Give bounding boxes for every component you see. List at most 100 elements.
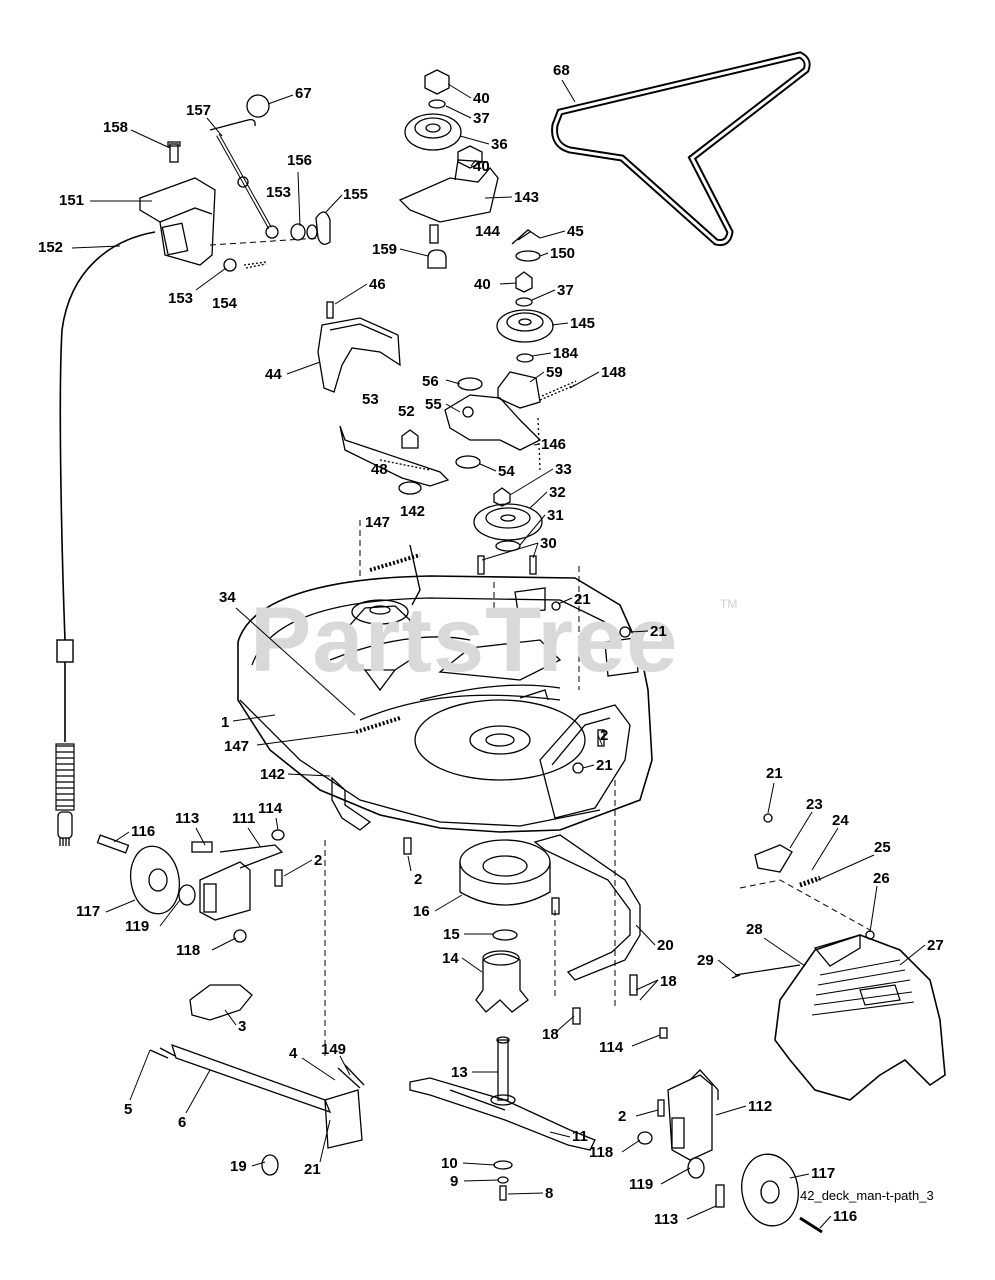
- callout-label: 144: [475, 223, 501, 240]
- callout-label: 46: [369, 276, 386, 293]
- callout-label: 14: [442, 950, 459, 967]
- callout-label: 114: [258, 800, 283, 817]
- callout-label: 148: [601, 364, 627, 381]
- callout-label: 5: [124, 1101, 133, 1118]
- callout-label: 28: [746, 921, 763, 938]
- callout-label: 27: [927, 937, 944, 954]
- callout-label: 15: [443, 926, 460, 943]
- right-wheel-assembly: [637, 1027, 823, 1234]
- idler-arm: [444, 380, 577, 471]
- callout-label: 159: [372, 241, 398, 258]
- mandrel-pulley-stack: [473, 487, 543, 575]
- callout-label: 23: [806, 796, 823, 813]
- callout-label: 26: [873, 870, 890, 887]
- callout-label: 34: [219, 589, 236, 606]
- callout-label: 147: [224, 738, 250, 755]
- lift-bracket-assembly: [139, 94, 331, 272]
- front-baffle: [331, 704, 641, 981]
- callout-label: 53: [362, 391, 379, 408]
- callout-label: 37: [473, 110, 490, 127]
- callout-label: 111: [232, 810, 256, 827]
- watermark-trademark: TM: [720, 597, 738, 611]
- callout-label: 18: [660, 973, 677, 990]
- callout-label: 4: [289, 1045, 298, 1062]
- callout-label: 153: [168, 290, 194, 307]
- callout-label: 52: [398, 403, 415, 420]
- control-cable: [55, 231, 156, 846]
- callout-label: 31: [547, 507, 564, 524]
- callout-label: 8: [545, 1185, 554, 1202]
- upper-pulley-stack: [398, 69, 499, 269]
- callout-label: 30: [540, 535, 557, 552]
- callout-label: 29: [697, 952, 714, 969]
- callout-label: 48: [371, 461, 388, 478]
- callout-label: 153: [266, 184, 292, 201]
- callout-label: 56: [422, 373, 439, 390]
- callout-label: 142: [400, 503, 426, 520]
- callout-label: 21: [650, 623, 667, 640]
- callout-label: 3: [238, 1018, 247, 1035]
- callout-label: 154: [212, 295, 238, 312]
- callout-label: 113: [654, 1211, 679, 1228]
- callout-label: 149: [321, 1041, 347, 1058]
- callout-label: 2: [618, 1108, 627, 1125]
- callout-label: 6: [178, 1114, 187, 1131]
- callout-label: 145: [570, 315, 596, 332]
- callout-label: 68: [553, 62, 570, 79]
- callout-label: 20: [657, 937, 674, 954]
- callout-label: 9: [450, 1173, 459, 1190]
- callout-label: 2: [314, 852, 323, 869]
- callout-label: 158: [103, 119, 129, 136]
- cutting-blade: [409, 1077, 596, 1201]
- callout-label: 67: [295, 85, 312, 102]
- callout-label: 54: [498, 463, 515, 480]
- callout-label: 45: [567, 223, 584, 240]
- callout-label: 142: [260, 766, 286, 783]
- deck-springs: [355, 544, 421, 734]
- callout-label: 13: [451, 1064, 468, 1081]
- middle-pulley-stack: [457, 229, 554, 409]
- callout-label: 21: [304, 1161, 321, 1178]
- callout-label: 112: [748, 1098, 773, 1115]
- spindle-housing: [459, 839, 551, 1106]
- callout-label: 18: [542, 1026, 559, 1043]
- callout-label: 2: [600, 727, 609, 744]
- callout-label: 143: [514, 189, 540, 206]
- callout-label: 151: [59, 192, 85, 209]
- callout-label: 146: [541, 436, 567, 453]
- callout-label: 21: [766, 765, 783, 782]
- callout-label: 25: [874, 839, 891, 856]
- callout-label: 37: [557, 282, 574, 299]
- callout-label: 117: [811, 1165, 836, 1182]
- callout-label: 1: [221, 714, 230, 731]
- callout-label: 155: [343, 186, 369, 203]
- callout-label: 55: [425, 396, 442, 413]
- callout-label: 36: [491, 136, 508, 153]
- callout-label: 24: [832, 812, 849, 829]
- callout-label: 118: [176, 942, 201, 959]
- callout-label: 2: [414, 871, 423, 888]
- diagram-caption: 42_deck_man-t-path_3: [800, 1188, 934, 1203]
- callout-label: 184: [553, 345, 579, 362]
- idler-bracket: [339, 425, 450, 495]
- callout-label: 59: [546, 364, 563, 381]
- callout-label: 33: [555, 461, 572, 478]
- callout-label: 40: [474, 276, 491, 293]
- drive-belt: [551, 51, 811, 246]
- callout-label: 116: [131, 823, 156, 840]
- callout-label: 117: [76, 903, 101, 920]
- discharge-chute: [731, 813, 946, 1101]
- callout-label: 21: [596, 757, 613, 774]
- callout-label: 119: [125, 918, 150, 935]
- callout-label: 114: [599, 1039, 624, 1056]
- deck-brackets: [514, 587, 639, 677]
- callout-label: 19: [230, 1158, 247, 1175]
- callout-label: 32: [549, 484, 566, 501]
- belt-guard: [317, 301, 401, 393]
- callout-label: 150: [550, 245, 576, 262]
- callout-label: 11: [572, 1128, 588, 1145]
- watermark-text: PartsTree: [250, 589, 679, 691]
- callout-label: 157: [186, 102, 212, 119]
- callout-label: 40: [473, 158, 490, 175]
